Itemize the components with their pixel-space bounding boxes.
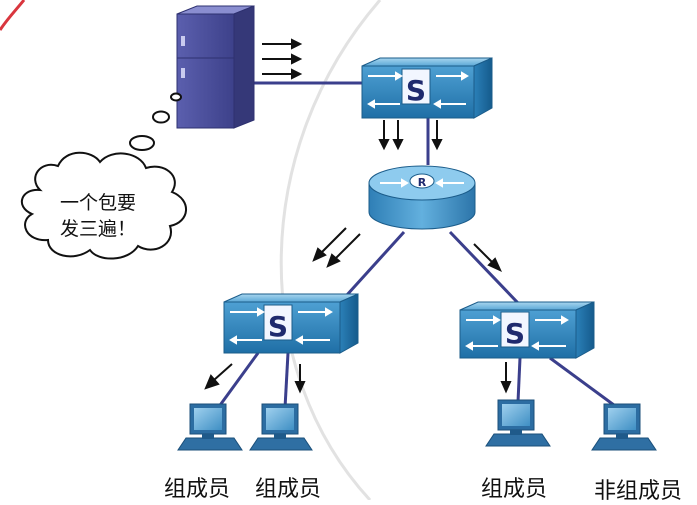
host-label-1: 组成员 xyxy=(164,477,231,502)
server-icon xyxy=(176,5,255,129)
thought-bubble-line-2: 发三遍！ xyxy=(59,218,136,240)
link-right-switch-host4 xyxy=(549,356,619,410)
router-to-right-arrow xyxy=(473,243,503,273)
right-switch-icon xyxy=(459,301,595,359)
router-to-left-arrows xyxy=(312,227,361,268)
top-switch-icon xyxy=(361,57,493,119)
host-label-2: 组成员 xyxy=(255,477,322,502)
switch-to-router-arrows xyxy=(378,120,443,151)
computer-icon-3 xyxy=(485,399,551,447)
link-left-switch-host2 xyxy=(283,352,290,409)
server-send-arrows xyxy=(262,38,303,80)
link-router-left-switch xyxy=(344,230,406,298)
router-icon xyxy=(368,165,476,230)
computer-icon-4 xyxy=(591,403,657,451)
right-switch-letter: S xyxy=(505,317,525,350)
links xyxy=(216,81,619,410)
computer-icon-1 xyxy=(177,403,243,451)
switch-to-host-arrows xyxy=(204,362,512,394)
left-switch-letter: S xyxy=(268,310,288,343)
link-router-right-switch xyxy=(448,230,520,305)
thought-bubble xyxy=(20,92,187,260)
background-arc xyxy=(279,0,382,502)
background-arc-red xyxy=(0,0,26,31)
computer-icon-2 xyxy=(249,403,313,451)
link-right-switch-host3 xyxy=(516,357,522,403)
host-label-4: 非组成员 xyxy=(594,479,683,504)
router-letter: R xyxy=(418,176,427,189)
thought-bubble-text: 一个包要 发三遍！ xyxy=(38,190,158,242)
thought-bubble-line-1: 一个包要 xyxy=(59,192,136,214)
host-label-3: 组成员 xyxy=(481,477,548,502)
link-left-switch-host1 xyxy=(216,352,260,409)
left-switch-icon xyxy=(223,293,359,354)
top-switch-letter: S xyxy=(406,74,426,107)
